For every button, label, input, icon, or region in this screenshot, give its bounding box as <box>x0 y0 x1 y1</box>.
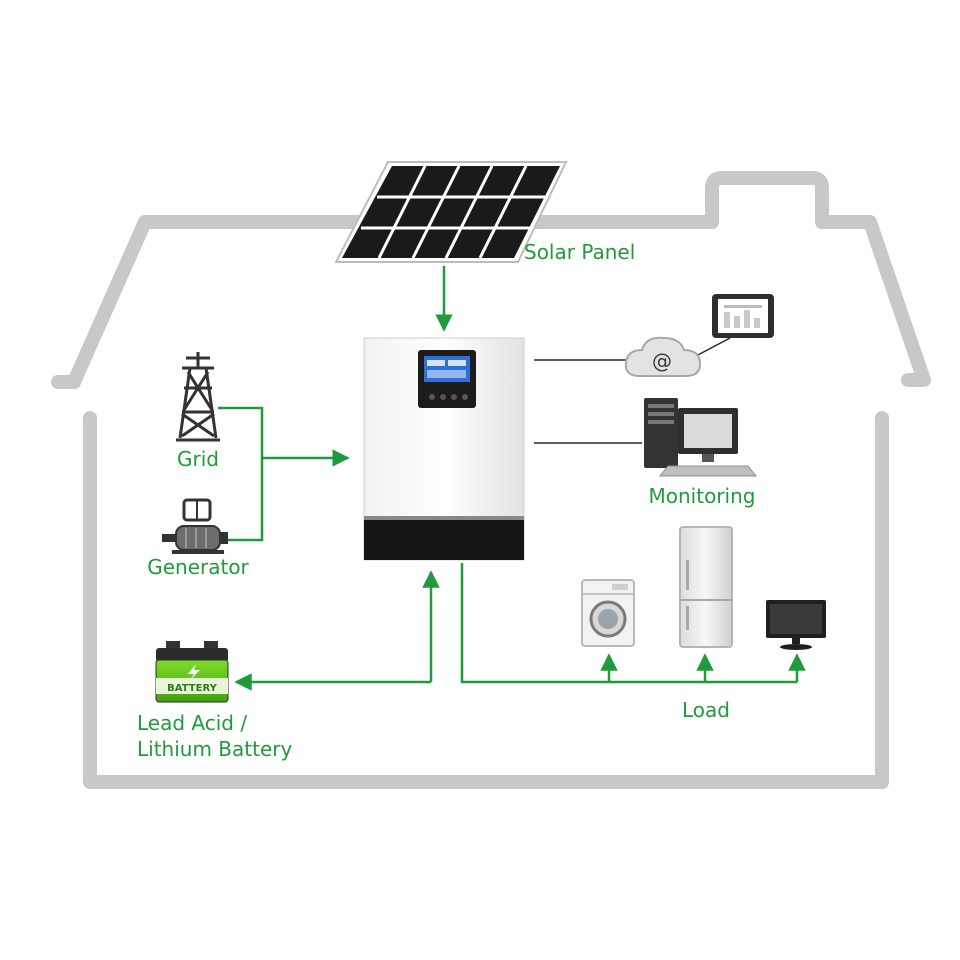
cloud-at-symbol: @ <box>652 349 672 373</box>
inverter-button <box>429 394 435 400</box>
battery-icon: BATTERY <box>155 641 229 703</box>
battery-sticker-text: BATTERY <box>167 683 217 694</box>
grid-generator-bus <box>218 406 264 542</box>
inverter-button <box>440 394 446 400</box>
label-battery-line1: Lead Acid / <box>137 711 247 735</box>
label-grid: Grid <box>177 447 219 471</box>
label-battery-line2: Lithium Battery <box>137 737 292 761</box>
transmission-tower-icon <box>176 352 220 442</box>
tv-icon <box>766 600 826 650</box>
tablet-icon <box>712 294 774 338</box>
inverter-button <box>451 394 457 400</box>
desktop-computer-icon <box>644 398 758 477</box>
label-load: Load <box>682 698 730 722</box>
washing-machine-icon <box>581 579 635 647</box>
house-outline <box>51 171 931 789</box>
label-generator: Generator <box>147 555 249 579</box>
label-monitoring: Monitoring <box>649 484 756 508</box>
load-bus <box>460 563 797 684</box>
generator-icon <box>162 498 228 554</box>
label-solar-panel: Solar Panel <box>524 240 635 264</box>
inverter-icon <box>363 337 525 561</box>
inverter-button <box>462 394 468 400</box>
connection-lines <box>218 266 806 691</box>
refrigerator-icon <box>679 526 733 648</box>
monitoring-lines <box>534 337 731 444</box>
solar-panel-icon <box>334 161 568 263</box>
inverter-lcd <box>424 356 470 382</box>
cloud-icon: @ <box>624 336 702 377</box>
